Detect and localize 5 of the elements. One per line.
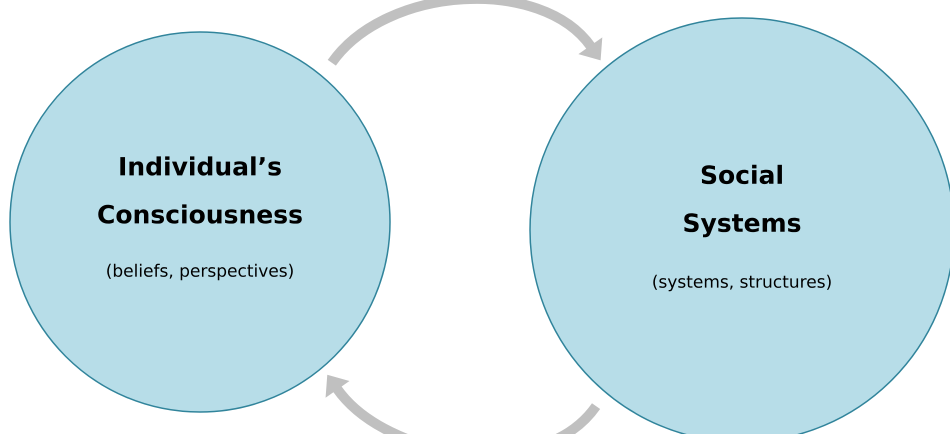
- subtitle-text: (beliefs, perspectives): [107, 264, 293, 280]
- heading-text: Social Systems: [684, 164, 800, 238]
- heading-text: Individual’s Consciousness: [98, 156, 302, 224]
- subtitle-text: (systems, structures): [653, 274, 831, 292]
- curved-arrow: [328, 0, 602, 66]
